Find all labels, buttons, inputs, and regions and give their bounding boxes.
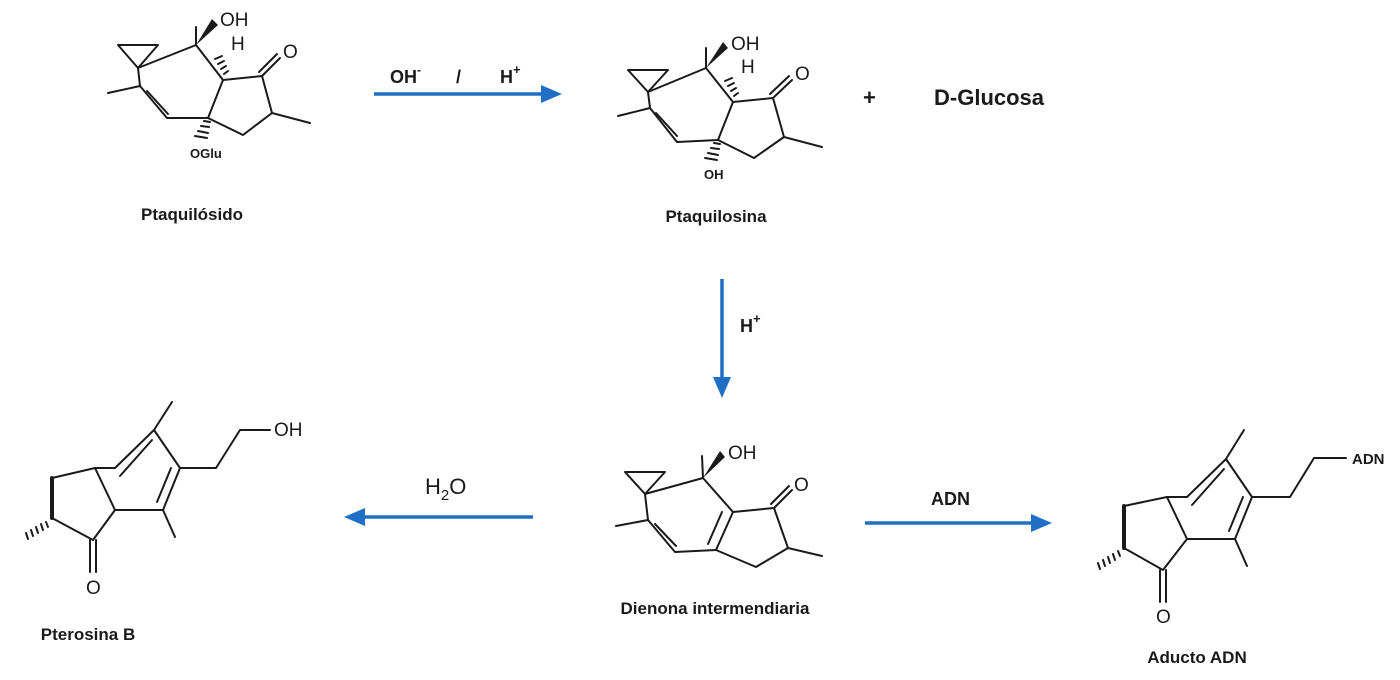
compound-name-ptaquiloside: Ptaquilósido: [141, 205, 243, 224]
adduct-dna-label: ADN: [1352, 451, 1385, 468]
compound-name-pterosin-b: Pterosina B: [41, 625, 135, 644]
ptaquiloside-oglu-label: OGlu: [190, 146, 222, 161]
ptaquilosin-o-label: O: [795, 64, 810, 85]
plus-sign: +: [863, 85, 876, 110]
compound-name-ptaquilosin: Ptaquilosina: [665, 207, 767, 226]
reagent-dna: ADN: [931, 489, 970, 509]
structure-dna-adduct: ADN O: [1097, 429, 1385, 628]
pterosin-oh-label: OH: [274, 420, 303, 441]
reagent-separator: /: [456, 67, 461, 87]
structure-ptaquiloside: OH H O OGlu: [107, 10, 311, 161]
ptaquilosin-oh-bottom-label: OH: [704, 167, 724, 182]
arrow-hydrolysis: [374, 85, 562, 103]
compound-name-dna-adduct: Aducto ADN: [1147, 648, 1246, 667]
arrow-dna-alkylation: [865, 514, 1052, 532]
reagent-hydroxide: OH-: [390, 63, 421, 87]
dienone-oh-label: OH: [728, 443, 757, 464]
ptaquilosin-h-label: H: [741, 57, 755, 78]
adduct-o-label: O: [1156, 607, 1171, 628]
structure-dienone: OH O: [615, 443, 823, 568]
compound-name-dienone: Dienona intermendiaria: [621, 599, 810, 618]
pterosin-o-label: O: [86, 578, 101, 599]
byproduct-glucose: D-Glucosa: [934, 85, 1045, 110]
structure-pterosin-b: OH O: [25, 401, 303, 599]
dienone-o-label: O: [794, 475, 809, 496]
arrow-acid-elimination: [713, 279, 731, 398]
reagent-proton-2: H+: [740, 311, 761, 336]
reagent-proton: H+: [500, 62, 521, 87]
ptaquiloside-o-label: O: [283, 42, 298, 63]
ptaquilosin-oh-label: OH: [731, 34, 760, 55]
structure-ptaquilosin: OH H O OH: [617, 34, 823, 182]
ptaquiloside-oh-label: OH: [220, 10, 249, 31]
arrow-hydration: [344, 508, 533, 526]
reagent-water: H2O: [425, 474, 466, 504]
ptaquiloside-h-label: H: [231, 34, 245, 55]
